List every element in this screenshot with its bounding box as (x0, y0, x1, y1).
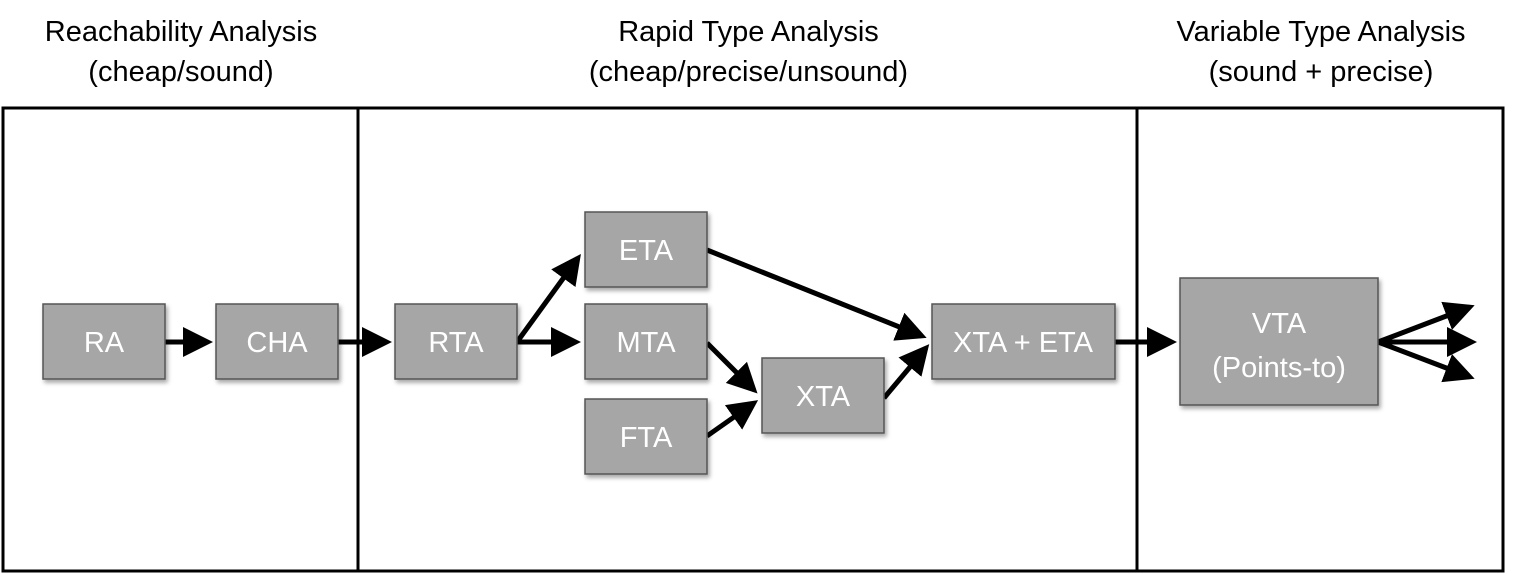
node-ra-label: RA (84, 327, 125, 359)
node-fta: FTA (584, 398, 708, 475)
section-subtitle-variable-type: (sound + precise) (1208, 56, 1434, 88)
arrow-fta-to-xta (705, 400, 759, 439)
section-subtitle-reachability: (cheap/sound) (88, 56, 274, 88)
node-xta: XTA (761, 357, 885, 434)
arrow-eta-to-xta-eta (706, 247, 927, 341)
node-mta: MTA (584, 303, 708, 380)
arrow-mta-to-xta (705, 341, 758, 394)
node-rta: RTA (394, 303, 518, 380)
section-title-reachability: Reachability Analysis (44, 16, 318, 48)
section-heading-rapid-type: Rapid Type Analysis (cheap/precise/unsou… (362, 12, 1135, 92)
node-vta-label-line1: VTA (1252, 308, 1307, 340)
arrows (165, 247, 1477, 439)
section-heading-reachability: Reachability Analysis (cheap/sound) (0, 12, 362, 92)
arrow-vta-out-down (1377, 339, 1475, 383)
frame-outer (1, 106, 1505, 573)
node-eta: ETA (584, 211, 708, 288)
node-xta-eta: XTA + ETA (931, 303, 1116, 380)
node-fta-label: FTA (620, 422, 673, 454)
section-title-rapid-type: Rapid Type Analysis (618, 16, 879, 48)
arrow-rta-to-eta (514, 253, 581, 344)
section-subtitle-rapid-type: (cheap/precise/unsound) (588, 56, 909, 88)
node-vta-label-line2: (Points-to) (1212, 352, 1346, 384)
node-rta-label: RTA (428, 327, 484, 359)
section-title-variable-type: Variable Type Analysis (1176, 16, 1466, 48)
node-vta: VTA (Points-to) (1179, 277, 1379, 406)
node-cha-label: CHA (246, 327, 308, 359)
node-ra: RA (42, 303, 166, 380)
node-xta-eta-label: XTA + ETA (953, 327, 1094, 359)
node-cha: CHA (215, 303, 339, 380)
arrow-xta-to-xta-eta (882, 344, 930, 400)
arrow-vta-out-up (1377, 301, 1475, 345)
section-heading-variable-type: Variable Type Analysis (sound + precise) (1135, 12, 1507, 92)
node-eta-label: ETA (619, 235, 674, 267)
node-xta-label: XTA (796, 381, 851, 413)
node-mta-label: MTA (616, 327, 676, 359)
